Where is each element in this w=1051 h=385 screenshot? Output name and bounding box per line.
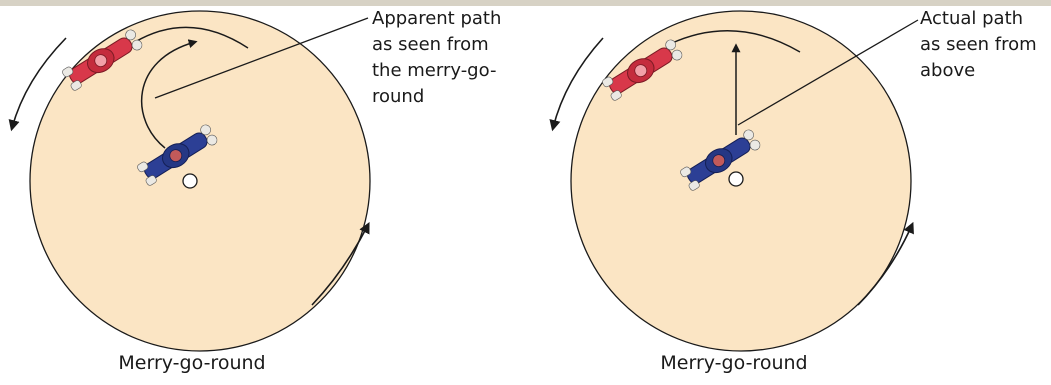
caption-right: Merry-go-round [624, 352, 844, 374]
callout-actual-path: Actual path as seen from above [920, 6, 1037, 84]
panel-left [12, 11, 370, 351]
center-pivot-icon [183, 174, 197, 188]
top-band [0, 0, 1051, 6]
caption-left: Merry-go-round [82, 352, 302, 374]
callout-apparent-path: Apparent path as seen from the merry-go-… [372, 6, 501, 110]
panel-right [553, 11, 918, 351]
center-pivot-icon [729, 172, 743, 186]
disc-left [30, 11, 370, 351]
